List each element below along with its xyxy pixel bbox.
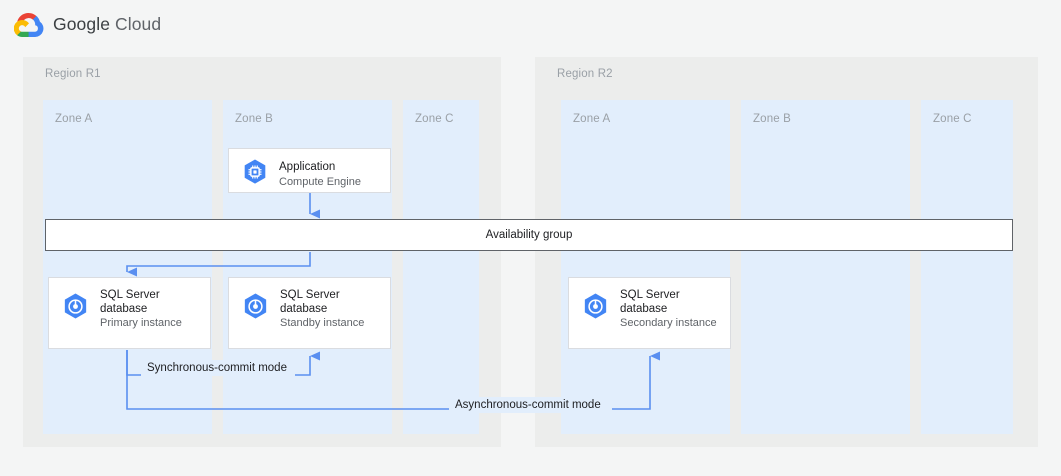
- db-standby-title: SQL Server database: [280, 289, 340, 315]
- availability-group-label: Availability group: [485, 229, 573, 241]
- application-title: Application: [279, 161, 336, 173]
- node-application[interactable]: Application Compute Engine: [228, 148, 391, 193]
- google-cloud-logo-icon: [14, 11, 44, 37]
- db-secondary-texts: SQL Server database Secondary instance: [612, 288, 720, 330]
- db-primary-subtitle: Primary instance: [100, 317, 182, 329]
- zone-r2-a: Zone A: [561, 100, 730, 434]
- brand-header: Google Cloud: [14, 9, 161, 39]
- application-subtitle: Compute Engine: [279, 176, 361, 188]
- sql-server-database-icon: [58, 288, 92, 322]
- application-texts: Application Compute Engine: [272, 156, 382, 189]
- availability-group-bar: Availability group: [45, 219, 1013, 251]
- db-standby-subtitle: Standby instance: [280, 317, 365, 329]
- zone-r1-a: Zone A: [43, 100, 212, 434]
- zone-r1-c-label: Zone C: [415, 113, 454, 125]
- brand-cloud-text: Cloud: [115, 13, 162, 34]
- zone-r2-c-label: Zone C: [933, 113, 972, 125]
- node-db-secondary[interactable]: SQL Server database Secondary instance: [568, 277, 731, 349]
- zone-r2-b: Zone B: [741, 100, 910, 434]
- region-r1-label: Region R1: [45, 68, 101, 80]
- zone-r1-b-label: Zone B: [235, 113, 273, 125]
- zone-r1-c: Zone C: [403, 100, 479, 434]
- db-primary-title: SQL Server database: [100, 289, 160, 315]
- db-secondary-subtitle: Secondary instance: [620, 317, 717, 329]
- compute-engine-icon: [238, 156, 272, 188]
- node-db-primary[interactable]: SQL Server database Primary instance: [48, 277, 211, 349]
- db-standby-texts: SQL Server database Standby instance: [272, 288, 380, 330]
- region-r2-panel: Region R2 Zone A Zone B Zone C: [535, 57, 1038, 447]
- zone-r2-a-label: Zone A: [573, 113, 611, 125]
- region-r2-label: Region R2: [557, 68, 613, 80]
- brand-google-text: Google: [53, 13, 111, 34]
- brand-wordmark: Google Cloud: [53, 14, 161, 35]
- db-secondary-title: SQL Server database: [620, 289, 680, 315]
- node-db-standby[interactable]: SQL Server database Standby instance: [228, 277, 391, 349]
- zone-r1-a-label: Zone A: [55, 113, 93, 125]
- db-primary-texts: SQL Server database Primary instance: [92, 288, 200, 330]
- connector-label-asynchronous-commit-mode: Asynchronous-commit mode: [455, 399, 601, 411]
- connector-label-synchronous-commit-mode: Synchronous-commit mode: [147, 362, 287, 374]
- sql-server-database-icon: [238, 288, 272, 322]
- zone-r2-b-label: Zone B: [753, 113, 791, 125]
- region-r1-panel: Region R1 Zone A Zone B Zone C: [23, 57, 501, 447]
- zone-r2-c: Zone C: [921, 100, 1013, 434]
- sql-server-database-icon: [578, 288, 612, 322]
